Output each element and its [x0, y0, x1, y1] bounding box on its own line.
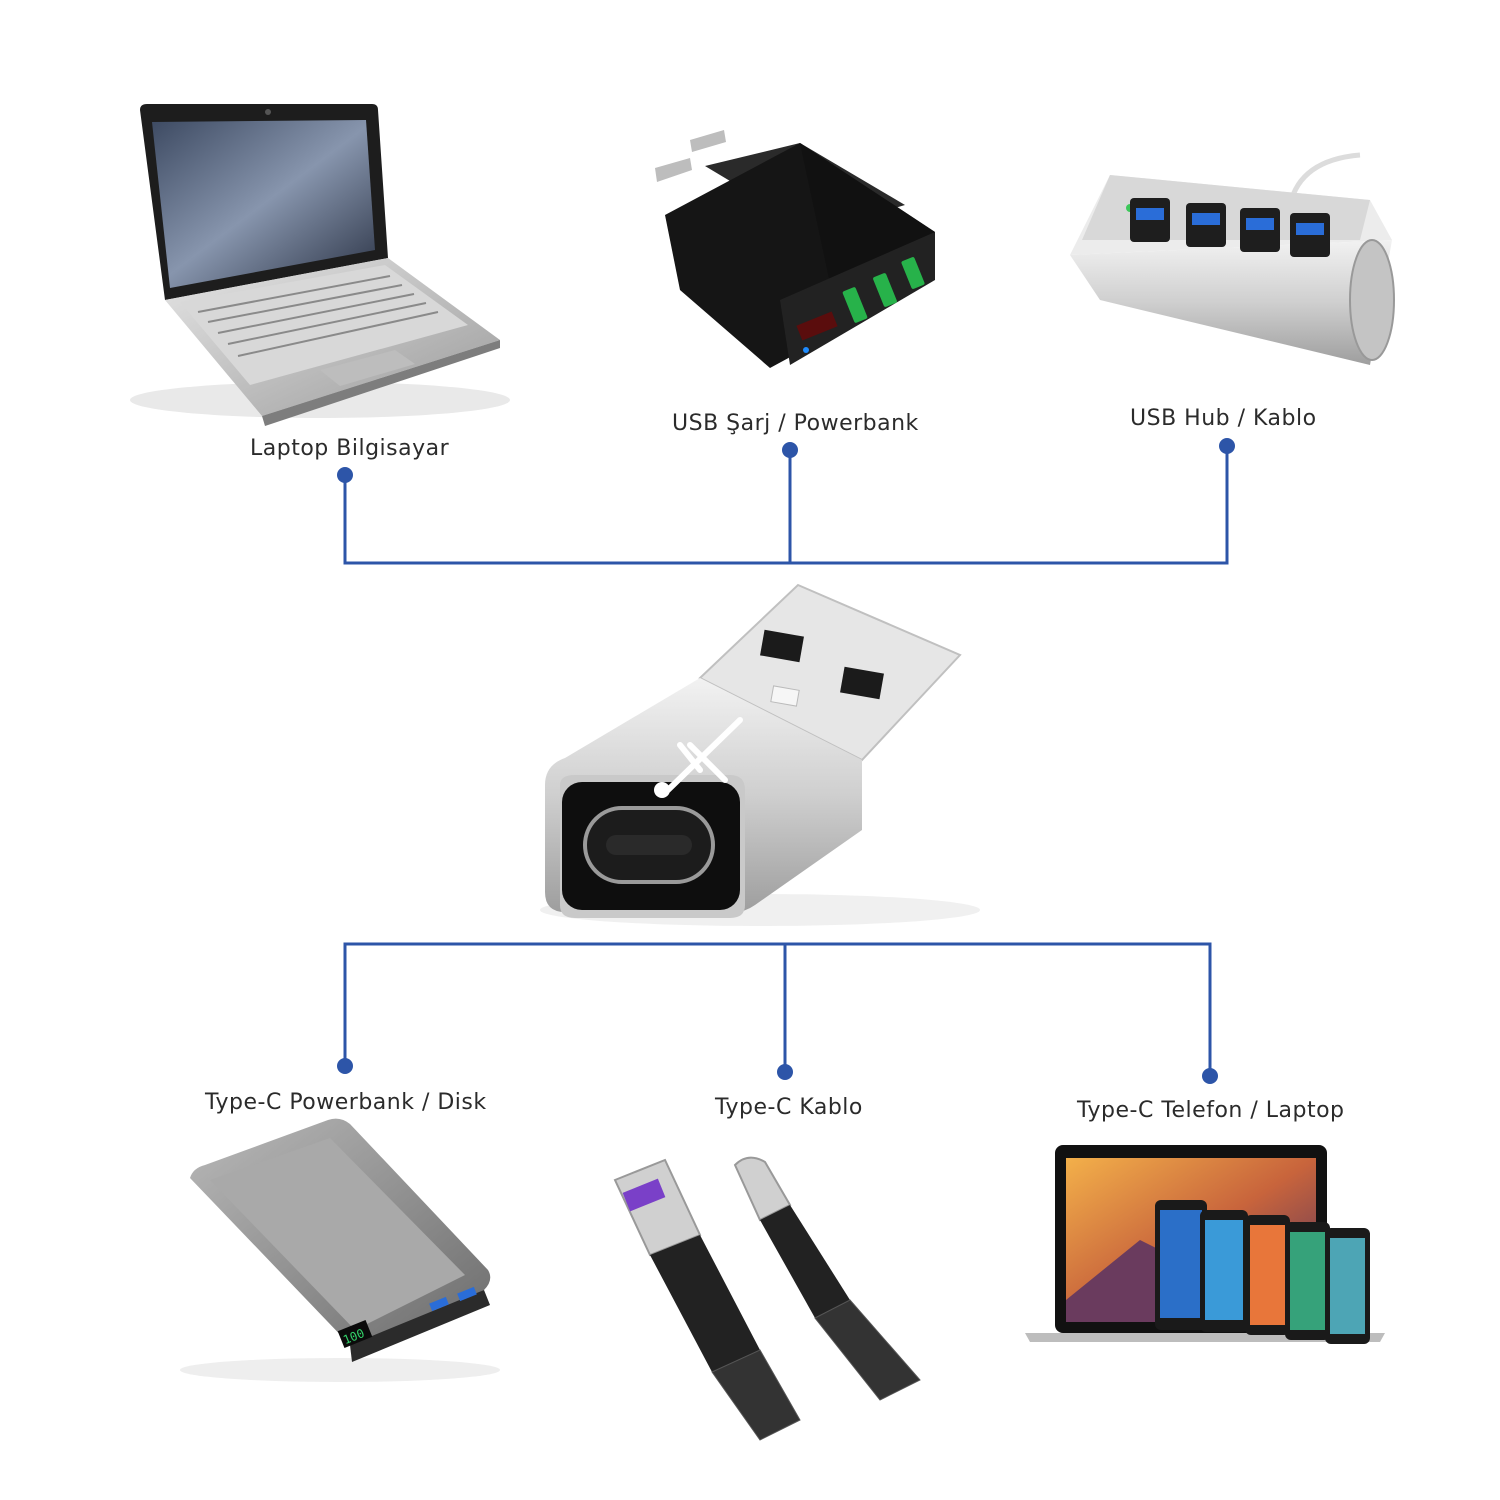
label-usb-charger: USB Şarj / Powerbank: [672, 411, 919, 436]
label-usb-hub: USB Hub / Kablo: [1130, 406, 1317, 431]
top-connector-lines: [343, 446, 1229, 565]
label-laptop: Laptop Bilgisayar: [250, 436, 450, 461]
top-connector-dots: [337, 438, 1235, 483]
label-typec-cable: Type-C Kablo: [715, 1095, 863, 1120]
netbook-laptop-icon: [130, 104, 510, 426]
laptop-and-phones-icon: [1025, 1145, 1385, 1344]
label-typec-powerbank: Type-C Powerbank / Disk: [205, 1090, 487, 1115]
usb-cable-icon: [613, 1156, 921, 1441]
usb-hub-icon: [1070, 152, 1395, 365]
bottom-connector-lines: [343, 942, 1212, 1076]
bottom-connector-dots: [337, 1058, 1218, 1084]
usb-a-to-type-c-adapter-icon: [540, 583, 980, 926]
powerbank-icon: 100: [180, 1118, 500, 1382]
usb-wall-charger-icon: [655, 130, 935, 368]
label-typec-phone: Type-C Telefon / Laptop: [1077, 1098, 1345, 1123]
